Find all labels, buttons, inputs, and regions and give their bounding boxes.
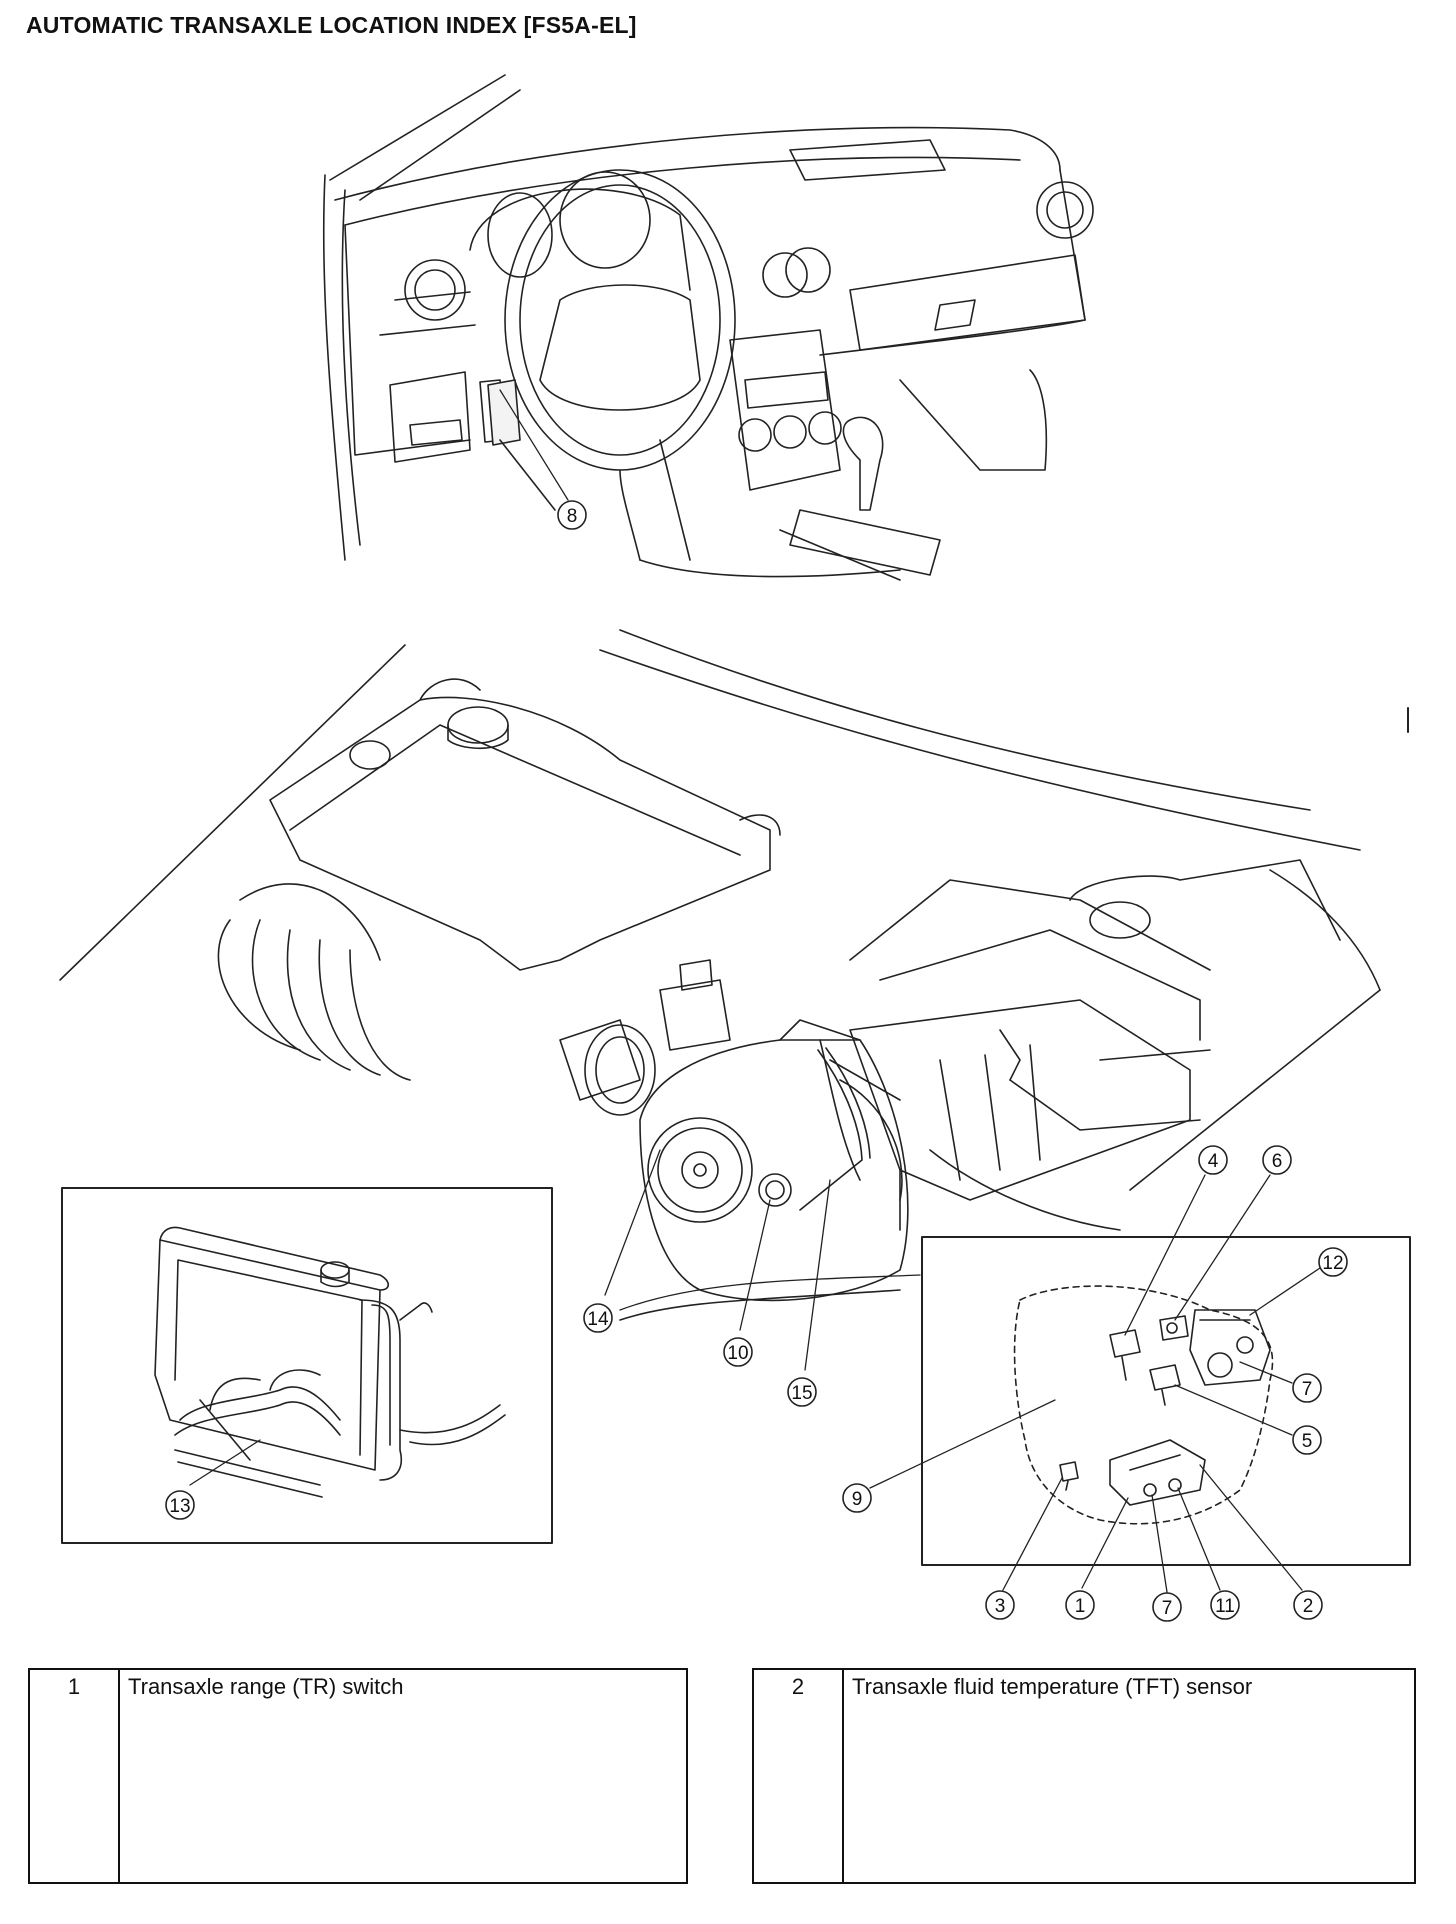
table-row: 1 Transaxle range (TR) switch <box>28 1668 688 1884</box>
radiator-inset-frame <box>61 1187 553 1544</box>
leader-7a <box>1239 1361 1293 1384</box>
callout-14: 14 <box>583 1303 613 1333</box>
leader-5 <box>1174 1384 1293 1436</box>
callout-8: 8 <box>557 500 587 530</box>
legend-description: Transaxle range (TR) switch <box>118 1668 688 1884</box>
svg-text:5: 5 <box>1302 1431 1313 1452</box>
radiator-illustration <box>154 1226 506 1498</box>
svg-text:7: 7 <box>1162 1598 1173 1619</box>
svg-text:8: 8 <box>567 506 578 527</box>
svg-text:9: 9 <box>852 1489 863 1510</box>
transaxle-inset-frame <box>921 1236 1411 1566</box>
leader-lines <box>189 389 1321 1593</box>
leader-14b <box>619 1274 921 1311</box>
dashboard-illustration <box>322 74 1094 581</box>
legend-table-1: 1 Transaxle range (TR) switch <box>28 1668 688 1884</box>
svg-text:12: 12 <box>1322 1253 1343 1274</box>
leader-6 <box>1174 1174 1271 1321</box>
leader-7b <box>1151 1494 1168 1593</box>
leader-15 <box>804 1179 831 1371</box>
svg-text:14: 14 <box>587 1309 609 1330</box>
leader-10 <box>739 1199 771 1331</box>
callout-5: 5 <box>1292 1425 1322 1455</box>
leader-9 <box>869 1399 1056 1489</box>
callout-3: 3 <box>985 1590 1015 1620</box>
leader-14a <box>604 1149 661 1296</box>
svg-text:3: 3 <box>995 1596 1006 1617</box>
leader-3 <box>1002 1477 1063 1591</box>
legend-number: 2 <box>752 1668 844 1884</box>
leader-4 <box>1124 1174 1206 1336</box>
callout-7a: 7 <box>1292 1373 1322 1403</box>
svg-text:7: 7 <box>1302 1379 1313 1400</box>
svg-text:4: 4 <box>1208 1151 1219 1172</box>
svg-text:6: 6 <box>1272 1151 1283 1172</box>
svg-text:13: 13 <box>169 1496 190 1517</box>
leader-13 <box>189 1439 261 1486</box>
callout-10: 10 <box>723 1337 753 1367</box>
leader-11 <box>1177 1487 1221 1591</box>
leader-12 <box>1249 1267 1321 1316</box>
leader-1 <box>1081 1497 1129 1589</box>
svg-text:1: 1 <box>1075 1596 1086 1617</box>
callout-1: 1 <box>1065 1590 1095 1620</box>
table-row: 2 Transaxle fluid temperature (TFT) sens… <box>752 1668 1416 1884</box>
callout-7b: 7 <box>1152 1592 1182 1622</box>
engine-bay-illustration <box>59 629 1381 1321</box>
legend-description: Transaxle fluid temperature (TFT) sensor <box>842 1668 1416 1884</box>
leader-8 <box>499 389 569 501</box>
callout-6: 6 <box>1262 1145 1292 1175</box>
leader-2 <box>1199 1464 1303 1591</box>
svg-text:11: 11 <box>1215 1596 1235 1617</box>
callout-9: 9 <box>842 1483 872 1513</box>
legend-number: 1 <box>28 1668 120 1884</box>
callout-13: 13 <box>165 1490 195 1520</box>
callout-15: 15 <box>787 1377 817 1407</box>
callout-4: 4 <box>1198 1145 1228 1175</box>
callout-11: 11 <box>1210 1590 1240 1620</box>
page-title: AUTOMATIC TRANSAXLE LOCATION INDEX [FS5A… <box>26 12 637 38</box>
svg-text:10: 10 <box>727 1343 748 1364</box>
legend-table-2: 2 Transaxle fluid temperature (TFT) sens… <box>752 1668 1416 1884</box>
callout-2: 2 <box>1293 1590 1323 1620</box>
svg-text:15: 15 <box>791 1383 812 1404</box>
transaxle-closeup-illustration <box>1013 1285 1274 1525</box>
svg-text:2: 2 <box>1303 1596 1314 1617</box>
callout-12: 12 <box>1318 1247 1348 1277</box>
